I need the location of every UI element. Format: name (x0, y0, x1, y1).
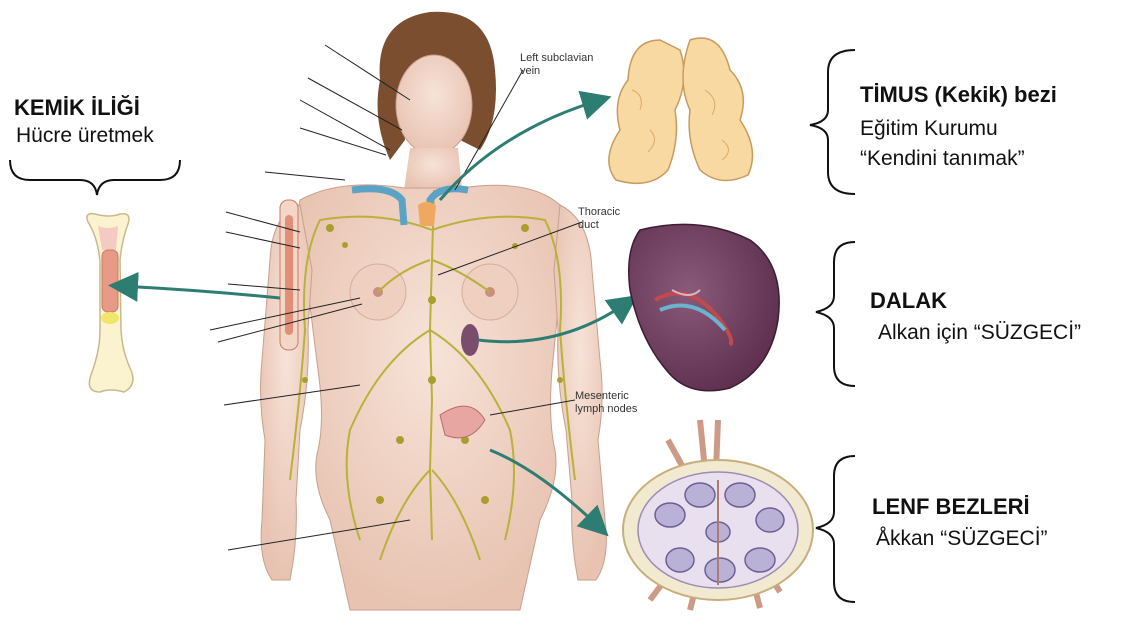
thymus-illustration (609, 38, 753, 183)
label-mesenteric-1: Mesenteric (575, 390, 629, 403)
thymus-line1: Eğitim Kurumu (860, 116, 998, 142)
thymus-small (418, 202, 436, 226)
spleen-small (461, 324, 479, 356)
label-subclavian-1: Left subclavian (520, 52, 593, 65)
bone-marrow-subtitle: Hücre üretmek (16, 123, 154, 149)
label-thoracic-1: Thoracic (578, 206, 620, 219)
thymus-line2: “Kendini tanımak” (860, 146, 1025, 172)
spleen-line1: Alkan için “SÜZGECİ” (878, 320, 1081, 346)
label-subclavian-2: vein (520, 65, 540, 78)
bone-marrow-bracket (10, 160, 180, 195)
lymph-node-illustration (623, 420, 813, 610)
body-figure (261, 12, 607, 610)
lymph-nodes-title: LENF BEZLERİ (872, 494, 1030, 520)
bone-marrow-title: KEMİK İLİĞİ (14, 95, 140, 121)
spleen-illustration (629, 224, 779, 390)
spleen-title: DALAK (870, 288, 947, 314)
label-thoracic-2: duct (578, 219, 599, 232)
lymph-nodes-line1: Åkkan “SÜZGECİ” (876, 526, 1048, 552)
bone-illustration (87, 214, 133, 392)
thymus-title: TİMUS (Kekik) bezi (860, 82, 1057, 108)
label-mesenteric-2: lymph nodes (575, 403, 637, 416)
right-brackets (810, 50, 855, 602)
